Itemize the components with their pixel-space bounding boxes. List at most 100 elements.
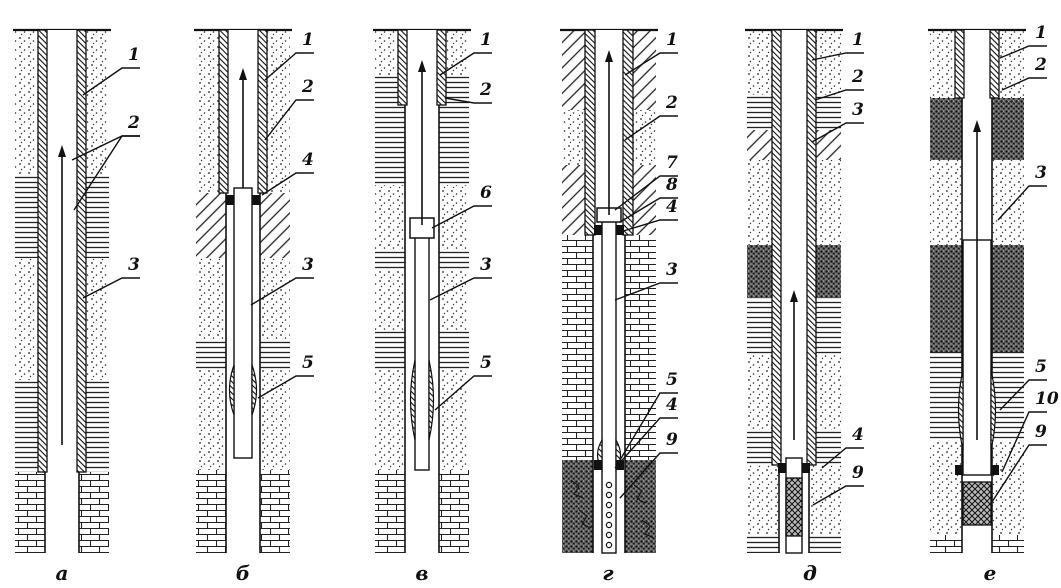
callout-number: 5 [302,353,314,373]
callout-number: 1 [666,30,678,50]
leader-line [811,122,864,143]
leader-line [997,185,1047,221]
cement-bridge [228,364,235,416]
leader-line [82,277,140,299]
cement-bridge [428,359,435,441]
casing-interior [964,30,990,98]
casing-wall-left [771,29,782,466]
callout-number: 3 [1035,163,1047,183]
perforation-hole [605,531,613,539]
leader-line [261,172,314,196]
leader-line [257,375,314,399]
leader-line [619,452,678,499]
leader-line [811,52,864,61]
leader-line [431,205,492,229]
callout-number: 2 [479,80,492,100]
callout-number: 3 [666,260,678,280]
well-caption: а [56,561,69,585]
tubing-string [414,224,430,471]
leader-line [989,444,1047,506]
fracture-crack [570,479,584,499]
perforation-hole [605,511,613,519]
gravel-filter [962,481,992,526]
leader-line [71,135,140,161]
leader-line [624,115,678,141]
flow-arrow-head [605,50,613,62]
leader-line [264,52,314,81]
callout-number: 1 [302,30,314,50]
leader-line [619,219,678,233]
callout-number: 3 [128,255,140,275]
packer-seal [252,195,260,205]
casing-wall-left [37,29,48,473]
leader-line [439,52,492,76]
well-caption: в [415,561,428,585]
well-caption: г [602,561,614,585]
leader-line [821,447,864,469]
leader-line [434,375,492,411]
callout-number: 9 [666,430,678,450]
callout-number: 4 [852,425,864,445]
callout-number: 5 [480,353,492,373]
tubing-string [233,187,253,459]
well-caption: е [984,561,997,585]
fracture-crack [641,519,655,539]
callout-number: 1 [480,30,492,50]
casing-wall-right [257,29,268,194]
flow-arrow-head [239,68,247,80]
leader-line [1001,411,1047,473]
gravel-filter [785,477,803,537]
packer-seal [991,465,999,475]
callout-number: 4 [666,197,678,217]
callout-number: 3 [480,255,492,275]
callouts: 123 [71,45,140,299]
callout-number: 2 [301,77,314,97]
callout-number: 3 [302,255,314,275]
casing-wall-right [622,29,634,236]
packer-seal [955,465,963,475]
callout-number: 9 [1035,422,1047,442]
casing-wall-left [584,29,596,236]
leader-line [619,392,678,461]
callout-number: 1 [128,45,140,65]
flow-arrow-head [790,290,798,302]
cement-bridge [957,369,964,451]
casing-wall-left [218,29,229,194]
callout-number: 5 [1035,357,1047,377]
callout-number: 9 [852,463,864,483]
leader-line [812,485,864,506]
fracture-crack [633,484,647,504]
callout-number: 2 [1034,55,1047,75]
leader-line [250,277,314,306]
well-caption: д [803,561,817,585]
leader-line [999,45,1047,59]
cement-bridge [409,359,416,441]
packer-seal [778,463,786,473]
callout-number: 8 [665,175,678,195]
callout-number: 1 [852,30,864,50]
flow-arrow-head [973,120,981,132]
fracture-crack [578,509,592,529]
leader-line [264,99,314,141]
perforation-hole [605,481,613,489]
leader-line [444,97,492,104]
leader-line [614,175,678,211]
perforation-hole [605,541,613,549]
casing-wall-right [806,29,817,466]
open-borehole [45,472,79,553]
leader-line [614,417,678,469]
callout-number: 5 [666,370,678,390]
casing-wall-right [436,29,447,106]
leader-line [614,282,678,301]
callout-number: 10 [1035,389,1059,409]
well-caption: б [236,561,250,585]
